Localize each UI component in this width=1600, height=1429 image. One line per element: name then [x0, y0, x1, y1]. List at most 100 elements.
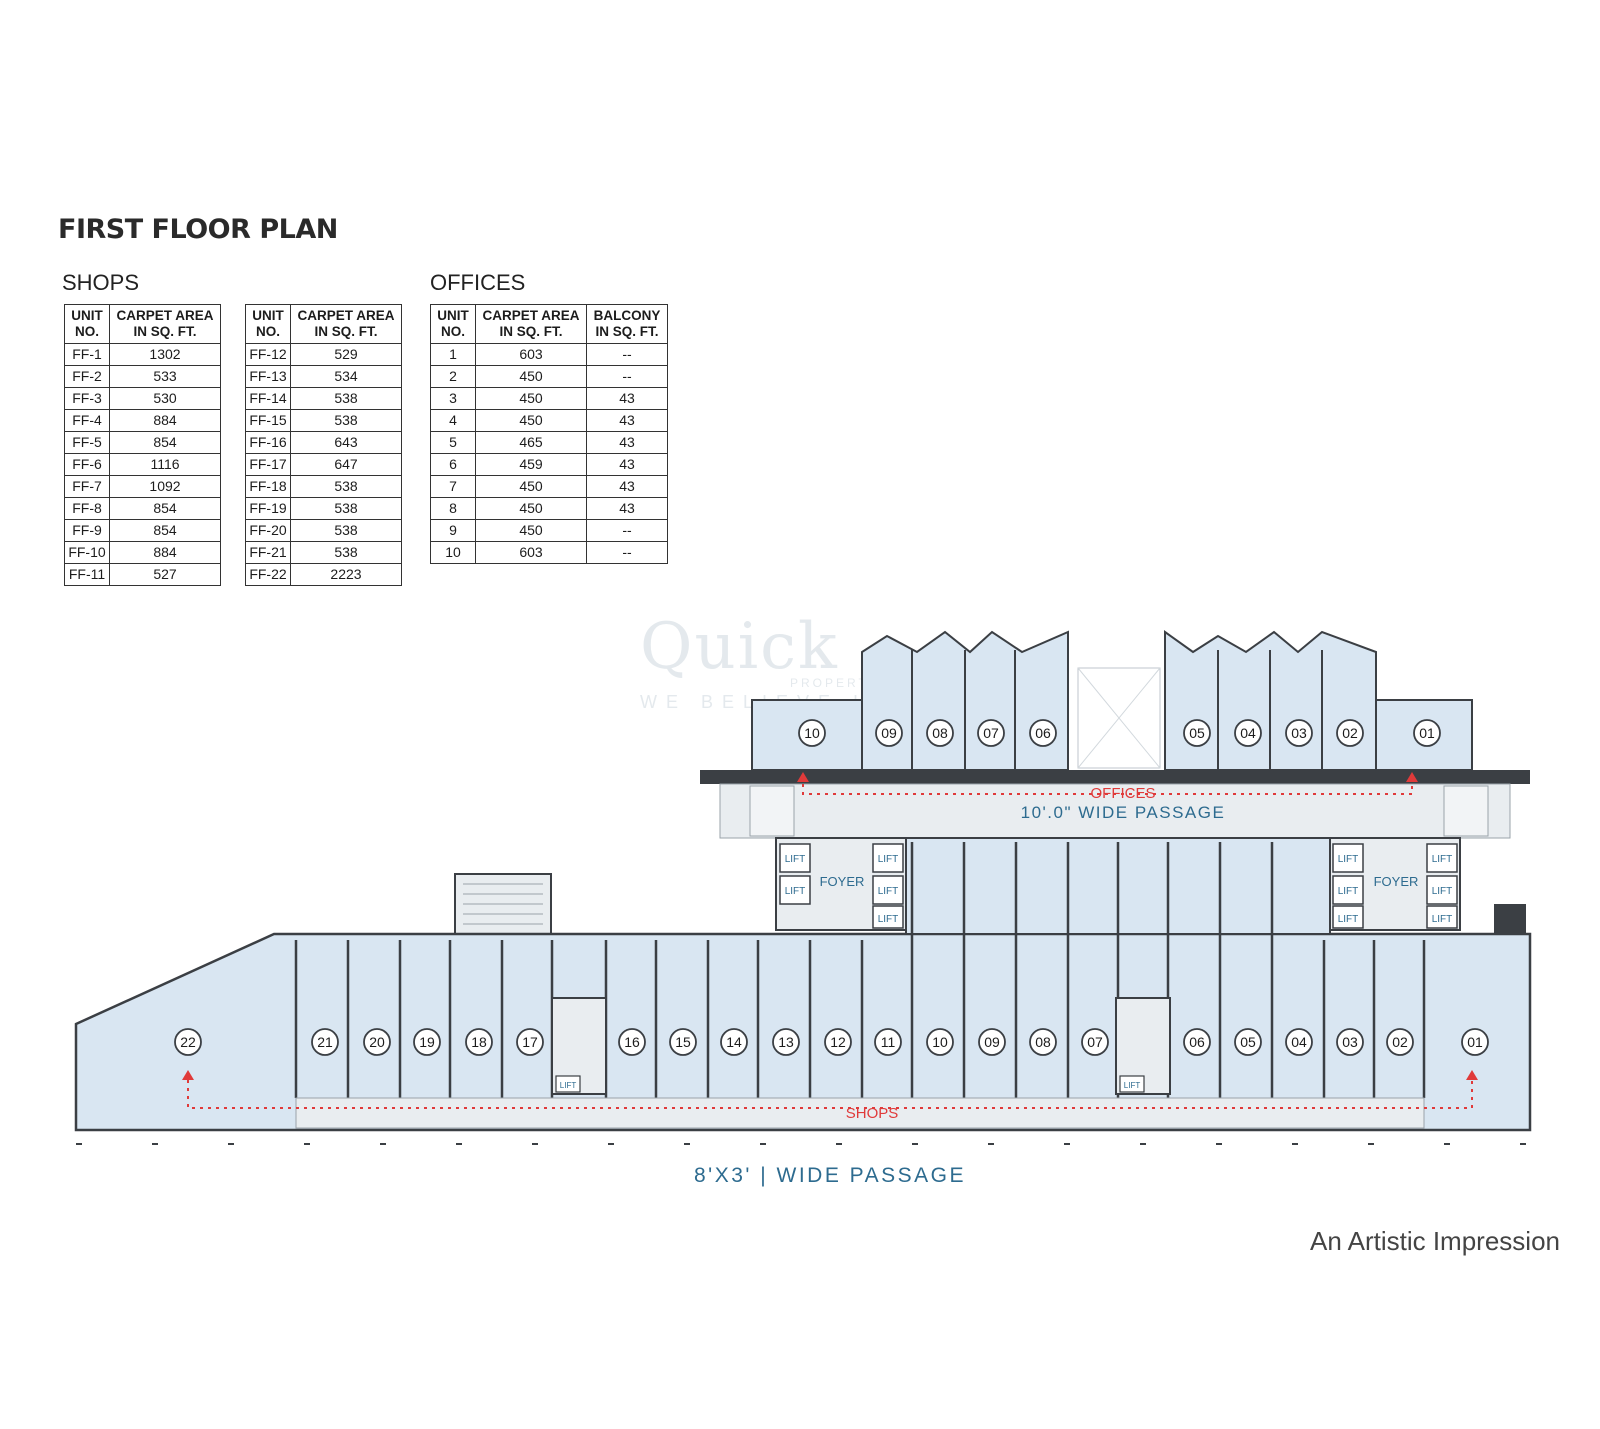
carpet-area-cell: 534: [290, 365, 402, 388]
carpet-area-cell: 884: [109, 409, 221, 432]
office-wing-left: [751, 630, 1069, 771]
unit-badge-circle: [413, 1028, 441, 1056]
unit-number: 05: [1189, 725, 1205, 741]
offices-route-label: OFFICES: [1090, 785, 1155, 802]
carpet-area-cell: 465: [475, 431, 587, 454]
unit-number: 06: [1035, 725, 1051, 741]
lift-label: LIFT: [1432, 886, 1453, 897]
unit-no-cell: FF-3: [64, 387, 110, 410]
unit-badge-circle: [363, 1028, 391, 1056]
unit-number: 05: [1240, 1034, 1256, 1050]
corridor-wall: [700, 770, 1530, 784]
office-route: [802, 784, 1413, 795]
lift-label: LIFT: [1338, 914, 1359, 925]
unit-badge-circle: [772, 1028, 800, 1056]
carpet-area-cell: 538: [290, 519, 402, 542]
route-arrow-icon: [797, 772, 809, 782]
unit-badge-circle: [1029, 1028, 1057, 1056]
unit-number: 12: [830, 1034, 846, 1050]
carpet-area-cell: 530: [109, 387, 221, 410]
unit-number: 13: [778, 1034, 794, 1050]
route-arrow-icon: [1466, 1070, 1478, 1080]
balcony-cell: 43: [586, 475, 668, 498]
foyer-right: [1329, 837, 1461, 931]
unit-no-cell: FF-4: [64, 409, 110, 432]
unit-badge-circle: [1336, 1028, 1364, 1056]
upper-passage-label: 10'.0" WIDE PASSAGE: [1021, 803, 1226, 822]
watermark-logo: Quick: [640, 610, 839, 684]
unit-no-cell: FF-6: [64, 453, 110, 476]
shops-route-label: SHOPS: [846, 1105, 899, 1122]
open-court: [1077, 667, 1161, 769]
unit-badge-circle: [798, 719, 826, 747]
unit-number: 21: [317, 1034, 333, 1050]
lift-label: LIFT: [785, 886, 806, 897]
carpet-area-cell: 2223: [290, 563, 402, 586]
unit-badge-circle: [720, 1028, 748, 1056]
unit-number: 10: [932, 1034, 948, 1050]
unit-badge-circle: [1336, 719, 1364, 747]
unit-number: 07: [1087, 1034, 1103, 1050]
lift-label: LIFT: [560, 1081, 577, 1090]
unit-no-cell: FF-5: [64, 431, 110, 454]
unit-badge-circle: [977, 719, 1005, 747]
unit-badge-circle: [669, 1028, 697, 1056]
lift-label: LIFT: [1338, 854, 1359, 865]
unit-badge-circle: [311, 1028, 339, 1056]
unit-number: 08: [932, 725, 948, 741]
unit-no-cell: FF-11: [64, 563, 110, 586]
office-wing-right: [1164, 630, 1473, 771]
unit-number: 10: [804, 725, 820, 741]
unit-no-cell: FF-1: [64, 343, 110, 366]
unit-number: 01: [1467, 1034, 1483, 1050]
unit-no-header: UNIT NO.: [245, 304, 291, 344]
carpet-area-cell: 854: [109, 431, 221, 454]
unit-badge-circle: [618, 1028, 646, 1056]
unit-badge-circle: [1413, 719, 1441, 747]
unit-number: 19: [419, 1034, 435, 1050]
lift-label: LIFT: [878, 914, 899, 925]
unit-badge-circle: [516, 1028, 544, 1056]
unit-badge-circle: [1029, 719, 1057, 747]
carpet-area-cell: 647: [290, 453, 402, 476]
unit-badge-circle: [926, 1028, 954, 1056]
unit-number: 20: [369, 1034, 385, 1050]
unit-number: 08: [1035, 1034, 1051, 1050]
unit-number: 14: [726, 1034, 742, 1050]
carpet-area-header: CARPET AREA IN SQ. FT.: [290, 304, 402, 344]
shop-passage: [295, 1097, 1425, 1129]
carpet-area-cell: 538: [290, 409, 402, 432]
unit-badge-circle: [1461, 1028, 1489, 1056]
offices-heading: OFFICES: [430, 270, 526, 295]
lift-label: LIFT: [1124, 1081, 1141, 1090]
lift-label: LIFT: [1338, 886, 1359, 897]
unit-number: 06: [1189, 1034, 1205, 1050]
unit-number: 04: [1240, 725, 1256, 741]
lift-label: LIFT: [1432, 854, 1453, 865]
unit-no-cell: FF-7: [64, 475, 110, 498]
foyer-left: [775, 837, 907, 931]
unit-number: 16: [624, 1034, 640, 1050]
unit-badge-circle: [1234, 1028, 1262, 1056]
unit-number: 04: [1291, 1034, 1307, 1050]
unit-badge-circle: [1386, 1028, 1414, 1056]
unit-badge-circle: [1183, 719, 1211, 747]
carpet-area-cell: 450: [475, 519, 587, 542]
corridor-stairs: [749, 785, 1489, 837]
